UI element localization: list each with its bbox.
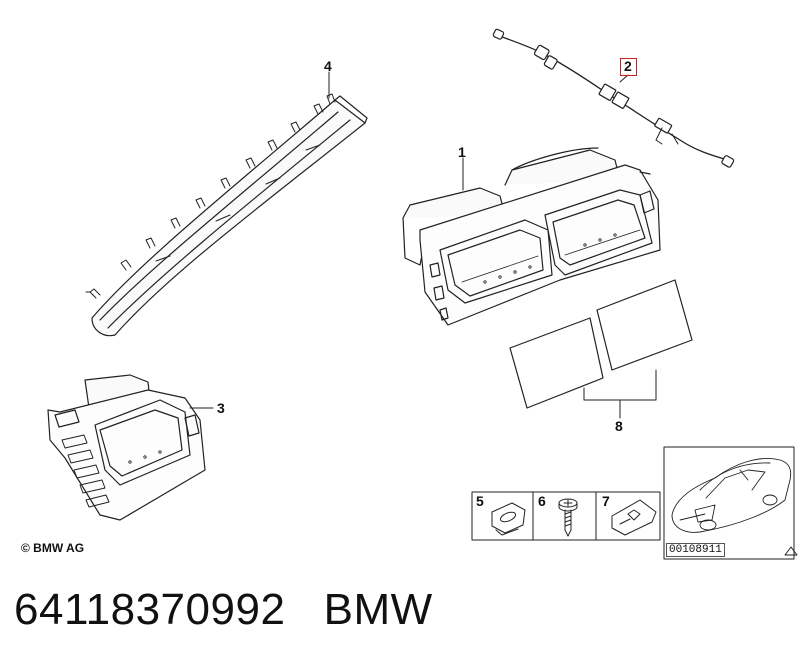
callout-part-2: 2 (624, 58, 632, 74)
part-number: 64118370992 (14, 585, 286, 634)
callout-part-6: 6 (538, 493, 546, 509)
small-parts-panel (471, 491, 661, 541)
callout-part-3: 3 (217, 400, 225, 416)
brand-name: BMW (323, 585, 433, 634)
part-4-trim-strip (85, 71, 368, 337)
part-3-side-vent (47, 374, 214, 521)
part-1-center-vent-assembly (402, 147, 661, 326)
callout-part-8: 8 (615, 418, 623, 434)
callout-highlight-box (620, 58, 637, 76)
footer-caption: 64118370992 BMW (14, 585, 433, 635)
callout-part-5: 5 (476, 493, 484, 509)
callout-part-7: 7 (602, 493, 610, 509)
diagram-number: 00108911 (666, 543, 725, 557)
car-reference-thumbnail (663, 446, 798, 560)
part-2-cable (492, 28, 735, 168)
part-6-screw (558, 498, 578, 537)
part-7-speed-nut (611, 499, 657, 536)
part-5-clip-nut (491, 502, 526, 536)
copyright-text: © BMW AG (21, 541, 85, 555)
part-8-pads (509, 279, 693, 419)
callout-part-1: 1 (458, 144, 466, 160)
callout-part-4: 4 (324, 58, 332, 74)
